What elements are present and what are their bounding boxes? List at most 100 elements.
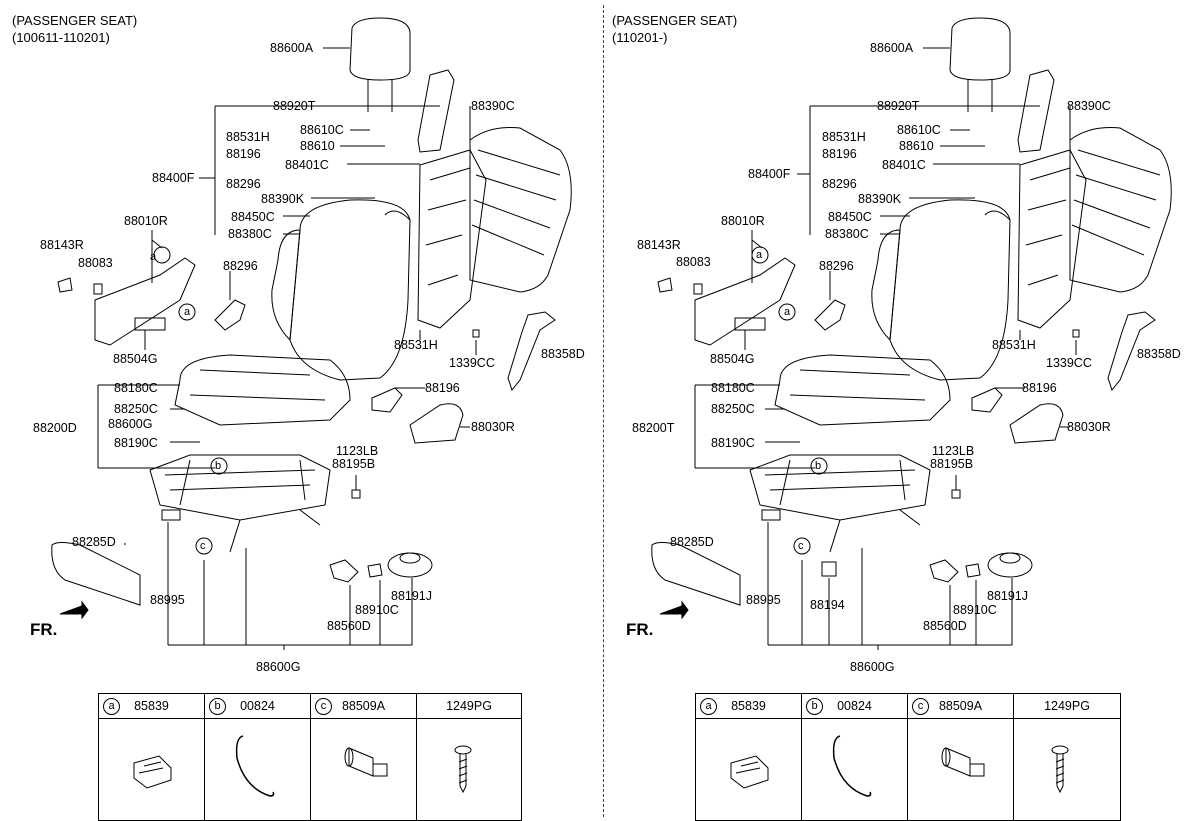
callout-a2: a <box>184 306 191 318</box>
legend-cell: c 88509A <box>311 694 417 820</box>
part-label: 88400F <box>748 167 791 181</box>
part-label: 88560D <box>923 619 967 633</box>
part-label: 88200D <box>33 421 77 435</box>
part-label: 88143R <box>637 238 681 252</box>
motor-icon <box>941 747 985 777</box>
part-label: 88401C <box>882 158 926 172</box>
part-label: 88610 <box>300 139 335 153</box>
legend-part: 88509A <box>908 694 1013 719</box>
part-label: 1123LB <box>932 444 975 458</box>
part-label: 88196 <box>226 147 261 161</box>
part-label: 88401C <box>285 158 329 172</box>
legend-part: 88509A <box>311 694 416 719</box>
part-label: 88995 <box>150 593 185 607</box>
clip-icon <box>133 755 172 789</box>
part-label: 88920T <box>877 99 920 113</box>
wire-clip-icon <box>832 735 872 797</box>
legend-part: 00824 <box>802 694 907 719</box>
callout-b: b <box>815 460 822 472</box>
part-label: 88600A <box>270 41 314 55</box>
part-label: 88195B <box>930 457 974 471</box>
part-label: 88030R <box>471 420 515 434</box>
right-header-title: (PASSENGER SEAT) <box>612 13 738 28</box>
part-label: 88358D <box>1137 347 1181 361</box>
part-label: 88285D <box>670 535 714 549</box>
right-seat-drawing <box>651 17 1172 650</box>
legend-mark: b <box>806 698 823 715</box>
part-label: 88083 <box>78 256 113 270</box>
legend-cell: c 88509A <box>908 694 1014 820</box>
wire-clip-icon <box>235 735 275 797</box>
part-label: 1339CC <box>1046 356 1092 370</box>
legend-cell: b 00824 <box>802 694 908 820</box>
part-label: 88450C <box>828 210 872 224</box>
legend-mark: a <box>103 698 120 715</box>
left-legend-table: a 85839 b 00824 c 88509A 1249PG <box>98 693 522 821</box>
right-legend-table: a 85839 b 00824 c 88509A 1249PG <box>695 693 1121 821</box>
part-label: 88600G <box>108 417 153 431</box>
part-label: 1339CC <box>449 356 495 370</box>
part-label: 88380C <box>228 227 272 241</box>
part-label: 88531H <box>394 338 438 352</box>
part-label: 88504G <box>113 352 158 366</box>
part-label: 88180C <box>711 381 755 395</box>
part-label: 88400F <box>152 171 195 185</box>
part-label: 88610 <box>899 139 934 153</box>
right-header-range: (110201-) <box>612 30 668 45</box>
part-label: 88010R <box>721 214 765 228</box>
legend-mark: c <box>315 698 332 715</box>
screw-icon <box>1051 745 1069 794</box>
part-label: 88180C <box>114 381 158 395</box>
legend-part: 00824 <box>205 694 310 719</box>
callout-c: c <box>798 540 804 552</box>
part-label: 88296 <box>226 177 261 191</box>
part-label: 88910C <box>953 603 997 617</box>
part-label: 88083 <box>676 255 711 269</box>
legend-mark: a <box>700 698 717 715</box>
legend-cell: 1249PG <box>1014 694 1120 820</box>
part-label: 88560D <box>327 619 371 633</box>
legend-cell: a 85839 <box>99 694 205 820</box>
part-label: 88995 <box>746 593 781 607</box>
part-label: 88504G <box>710 352 755 366</box>
callout-a: a <box>756 249 763 261</box>
part-label: 88380C <box>825 227 869 241</box>
part-label: 88194 <box>810 598 845 612</box>
part-label: 88196 <box>425 381 460 395</box>
part-label: 88531H <box>226 130 270 144</box>
left-seat-drawing <box>51 17 572 650</box>
left-header-range: (100611-110201) <box>12 30 110 45</box>
part-label: 88010R <box>124 214 168 228</box>
legend-cell: 1249PG <box>417 694 521 820</box>
part-label: 88531H <box>822 130 866 144</box>
part-label: 88250C <box>711 402 755 416</box>
part-label: 88920T <box>273 99 316 113</box>
part-label: 88600G <box>256 660 301 674</box>
part-label: 88143R <box>40 238 84 252</box>
part-label: 88610C <box>300 123 344 137</box>
part-label: 88600G <box>850 660 895 674</box>
front-direction-label: FR. <box>30 620 58 639</box>
part-label: 88200T <box>632 421 675 435</box>
part-label: 88390K <box>858 192 902 206</box>
part-label: 88296 <box>223 259 258 273</box>
part-label: 88190C <box>114 436 158 450</box>
part-label: 88190C <box>711 436 755 450</box>
part-label: 88390C <box>1067 99 1111 113</box>
right-diagram-panel: (PASSENGER SEAT) (110201-) a a b c 88600… <box>600 0 1200 821</box>
part-label: 88030R <box>1067 420 1111 434</box>
legend-mark: c <box>912 698 929 715</box>
part-label: 88296 <box>822 177 857 191</box>
part-label: 88531H <box>992 338 1036 352</box>
part-label: 88250C <box>114 402 158 416</box>
part-label: 88196 <box>822 147 857 161</box>
callout-a: a <box>150 251 157 263</box>
front-direction-label: FR. <box>626 620 654 639</box>
legend-part: 85839 <box>99 694 204 719</box>
part-label: 88358D <box>541 347 585 361</box>
part-label: 1123LB <box>336 444 379 458</box>
screw-icon <box>454 745 472 794</box>
part-label: 88196 <box>1022 381 1057 395</box>
part-label: 88285D <box>72 535 116 549</box>
part-label: 88390C <box>471 99 515 113</box>
